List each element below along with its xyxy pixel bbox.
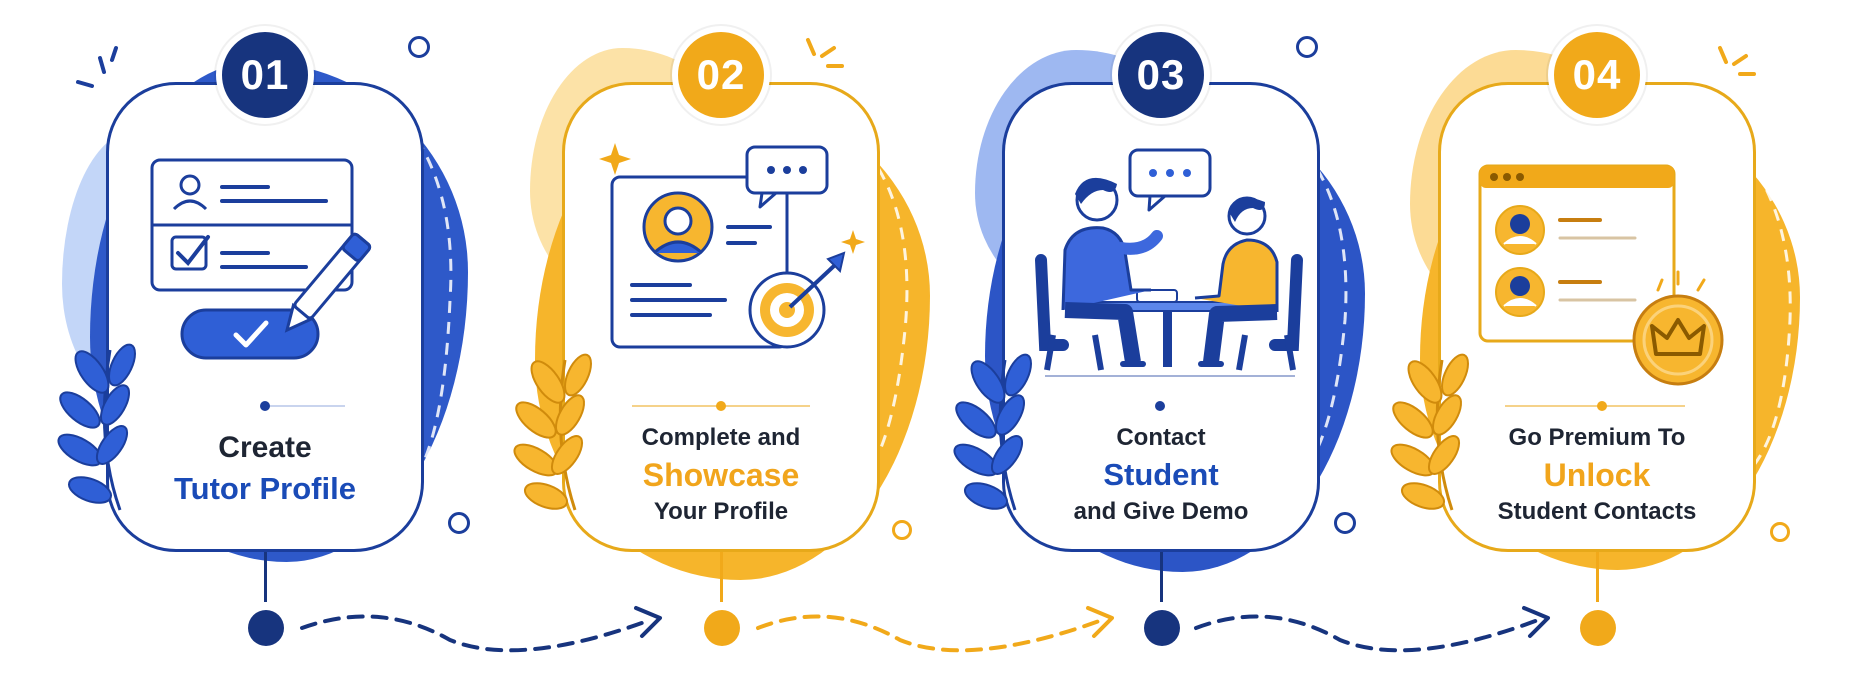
- step3-badge: 03: [1112, 26, 1210, 124]
- step2-separator: [632, 401, 810, 411]
- step3-separator: [1155, 401, 1165, 411]
- step4-separator: [1505, 401, 1685, 411]
- step2-title-accent: Showcase: [642, 457, 800, 493]
- step2-title: Complete and Showcase Your Profile: [562, 422, 880, 528]
- deco-ring-3: [892, 520, 912, 540]
- step4-title: Go Premium To Unlock Student Contacts: [1438, 422, 1756, 528]
- step1-node: [248, 610, 284, 646]
- step1-title-accent: Tutor Profile: [174, 471, 356, 506]
- profile-form-icon: [150, 158, 372, 360]
- step4-title-line1: Go Premium To: [1508, 424, 1686, 451]
- arrow-2-3-icon: [756, 606, 1114, 653]
- step3-title: Contact Student and Give Demo: [1002, 422, 1320, 528]
- step4-node: [1580, 610, 1616, 646]
- laurel-step4: [1390, 353, 1469, 511]
- step4-stem: [1596, 552, 1599, 602]
- laurel-step1: [57, 343, 136, 511]
- step3-title-accent: Student: [1103, 457, 1219, 492]
- step4-title-accent: Unlock: [1543, 457, 1651, 493]
- step4-title-line3: Student Contacts: [1497, 498, 1697, 525]
- step2-title-line3: Your Profile: [653, 498, 789, 525]
- step1-stem: [264, 552, 267, 602]
- step2-title-line1: Complete and: [641, 424, 801, 451]
- deco-ring-5: [1334, 512, 1356, 534]
- premium-unlock-icon: [1478, 164, 1724, 386]
- deco-ring-6: [1770, 522, 1790, 542]
- step3-stem: [1160, 552, 1163, 602]
- step3-node: [1144, 610, 1180, 646]
- arrow-1-2-icon: [300, 606, 662, 653]
- step2-stem: [720, 552, 723, 602]
- step1-separator: [260, 401, 345, 411]
- arrow-3-4-icon: [1194, 606, 1550, 653]
- step1-title: Create Tutor Profile: [106, 428, 424, 510]
- laurel-step3: [953, 353, 1032, 511]
- step2-node: [704, 610, 740, 646]
- step3-title-line1: Contact: [1116, 424, 1206, 451]
- step1-badge: 01: [216, 26, 314, 124]
- deco-ring-4: [1296, 36, 1318, 58]
- showcase-profile-icon: [599, 143, 865, 349]
- step1-title-line1: Create: [218, 431, 312, 464]
- laurel-step2: [513, 353, 592, 511]
- deco-ring-2: [448, 512, 470, 534]
- step3-title-line3: and Give Demo: [1073, 498, 1249, 525]
- contact-student-icon: [1035, 148, 1303, 377]
- step4-badge: 04: [1548, 26, 1646, 124]
- deco-ring-1: [408, 36, 430, 58]
- step2-badge: 02: [672, 26, 770, 124]
